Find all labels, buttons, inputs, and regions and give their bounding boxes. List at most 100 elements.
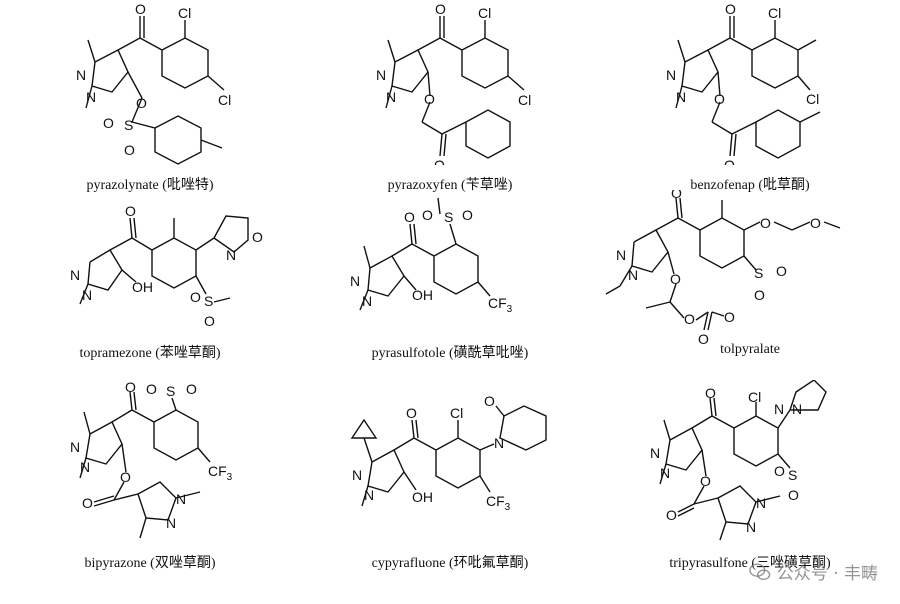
atom-n2: N [80, 459, 90, 475]
atom-cf: CF [486, 493, 505, 509]
atom-o-s1: O [776, 263, 787, 279]
atom-n3: N [176, 491, 186, 507]
atom-n2: N [82, 287, 92, 303]
atom-o-ketone: O [434, 157, 445, 165]
structure-bipyrazone: N N O S O O CF3 O O N N [70, 380, 233, 539]
atom-s: S [754, 265, 763, 281]
atom-n1: N [376, 67, 386, 83]
atom-n1: N [70, 439, 80, 455]
atom-n1: N [352, 467, 362, 483]
atom-n4: N [166, 515, 176, 531]
atom-o-carbonyl: O [435, 1, 446, 17]
atom-oh: OH [132, 279, 153, 295]
caption-cypyrafluone: cypyrafluone (环吡氟草酮) [371, 556, 529, 571]
structure-topramezone: N N OH O O N S O O [70, 203, 263, 329]
atom-s: S [788, 467, 797, 483]
compound-pyrazolynate: N N O Cl Cl O S O O pyrazolynate (吡唑特) [0, 0, 300, 193]
structure-tolpyralate: N N O O O S O O O O O O [605, 190, 841, 347]
atom-cf: CF [488, 295, 507, 311]
atom-o-carbonyl: O [404, 209, 415, 225]
atom-n-lactam: N [494, 435, 504, 451]
atom-o-carbonyl: O [125, 203, 136, 219]
compound-tripyrasulfone: N N O Cl N N S O O O O N N tripyrasulfon… [600, 380, 900, 571]
atom-o-carbonyl: O [406, 405, 417, 421]
compound-pyrazoxyfen: N N O Cl Cl O O pyrazoxyfen (苄草唑) [300, 0, 600, 193]
compound-benzofenap: N N O Cl Cl O O benzofenap (吡草酮) [600, 0, 900, 193]
compound-pyrasulfotole: N N OH O S O O CF3 pyrasulfotole (磺酰草吡唑) [300, 190, 600, 380]
atom-n1: N [76, 67, 86, 83]
atom-o-pyrazole: O [670, 271, 681, 287]
atom-cf3-subscript: 3 [227, 472, 233, 483]
atom-o-ester: O [700, 473, 711, 489]
atom-o-s2: O [186, 381, 197, 397]
structure-pyrazoxyfen: N N O Cl Cl O O [376, 1, 531, 165]
atom-o-s2: O [204, 313, 215, 329]
atom-o-carbonate3: O [724, 309, 735, 325]
atom-o-s1: O [103, 115, 114, 131]
atom-o-s2: O [754, 287, 765, 303]
atom-cl: Cl [748, 389, 761, 405]
atom-o-ester-carbonyl: O [666, 507, 677, 523]
atom-o-carbonyl: O [705, 385, 716, 401]
atom-cl-2: Cl [518, 92, 531, 108]
atom-n2: N [86, 89, 96, 105]
compound-tolpyralate: N N O O O S O O O O O O tolpyralate [600, 190, 900, 380]
atom-o-ether2: O [810, 215, 821, 231]
atom-o-carbonyl: O [725, 1, 736, 17]
atom-o-s1: O [774, 463, 785, 479]
atom-o-ether: O [424, 91, 435, 107]
atom-s: S [444, 209, 453, 225]
atom-cf3: CF3 [488, 295, 513, 315]
atom-o-ester: O [136, 95, 147, 111]
atom-o-ester: O [120, 469, 131, 485]
atom-s: S [124, 117, 133, 133]
caption-pyrazolynate: pyrazolynate (吡唑特) [86, 178, 214, 193]
atom-oh: OH [412, 287, 433, 303]
atom-s: S [166, 383, 175, 399]
atom-o-ether: O [714, 91, 725, 107]
atom-n1: N [70, 267, 80, 283]
structure-tripyrasulfone: N N O Cl N N S O O O O N N [650, 380, 827, 541]
atom-n2: N [660, 465, 670, 481]
atom-n5: N [756, 495, 766, 511]
caption-bipyrazone: bipyrazone (双唑草酮) [84, 556, 216, 571]
compound-topramezone: N N OH O O N S O O topramezone (苯唑草酮) [0, 190, 300, 380]
atom-o-ketone: O [724, 157, 735, 165]
atom-n1: N [616, 247, 626, 263]
caption-tolpyralate: tolpyralate [720, 342, 780, 357]
atom-n1: N [650, 445, 660, 461]
atom-n6: N [746, 519, 756, 535]
atom-cl-2: Cl [806, 91, 819, 107]
atom-cf3-subscript: 3 [507, 304, 513, 315]
atom-o-carbonyl: O [135, 1, 146, 17]
atom-cl-1: Cl [178, 5, 191, 21]
caption-pyrazoxyfen: pyrazoxyfen (苄草唑) [387, 178, 513, 193]
atom-n2: N [362, 293, 372, 309]
caption-pyrasulfotole: pyrasulfotole (磺酰草吡唑) [371, 346, 529, 361]
atom-n4: N [792, 401, 802, 417]
atom-o-lactam: O [484, 393, 495, 409]
structure-pyrazolynate: N N O Cl Cl O S O O [76, 1, 231, 165]
watermark: 公众号 · 丰畴 [749, 559, 878, 584]
atom-n2: N [628, 267, 638, 283]
compound-cypyrafluone: N N OH O Cl N O CF3 cypyrafluone (环吡氟草酮) [300, 380, 600, 571]
watermark-text: 公众号 · 丰畴 [776, 564, 878, 584]
atom-s: S [204, 293, 213, 309]
structure-pyrasulfotole: N N OH O S O O CF3 [350, 197, 513, 315]
atom-n2: N [676, 89, 686, 105]
atom-o-s1: O [422, 207, 433, 223]
structure-cypyrafluone: N N OH O Cl N O CF3 [350, 393, 547, 513]
caption-topramezone: topramezone (苯唑草酮) [79, 346, 221, 361]
atom-o-carbonate1: O [684, 311, 695, 327]
atom-oh: OH [412, 489, 433, 505]
atom-n-isoxazoline: N [226, 247, 236, 263]
atom-n1: N [350, 273, 360, 289]
atom-o-s2: O [462, 207, 473, 223]
atom-o-s2: O [124, 142, 135, 158]
atom-n3: N [774, 401, 784, 417]
atom-cf3: CF3 [486, 493, 511, 513]
atom-cl-1: Cl [478, 5, 491, 21]
caption-tripyrasulfone: tripyrasulfone (三唑磺草酮) [669, 556, 831, 571]
atom-o-carbonyl: O [125, 380, 136, 395]
atom-cl: Cl [450, 405, 463, 421]
